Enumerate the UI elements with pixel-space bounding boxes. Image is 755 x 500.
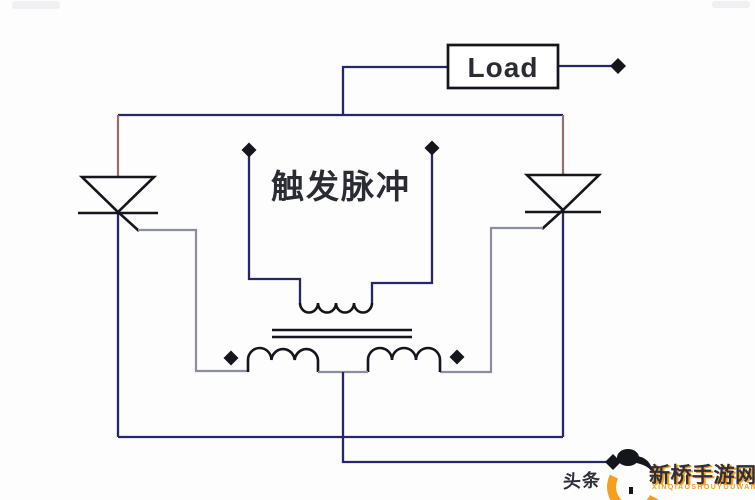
logo-tent-door [629, 487, 633, 494]
transformer-secondary-coil-left [246, 346, 320, 372]
wire-trigger-right [370, 148, 434, 303]
transformer-secondary-coil-right [366, 346, 442, 372]
watermark: 头条 新桥手游网 XINQIAOSHOUYOUWANG [560, 445, 755, 500]
thyristor-left-triangle [78, 175, 158, 214]
trigger-pulse-label: 触发脉冲 [271, 168, 411, 205]
wire-load-left [341, 65, 448, 115]
polarity-dot-secondary-right [449, 349, 465, 365]
thyristor-left-gate-lead [117, 211, 140, 232]
wire-right-gate-return [440, 226, 543, 374]
watermark-site-name: 新桥手游网 [649, 464, 755, 487]
thyristor-right-triangle [523, 173, 603, 212]
thyristor-right-gate-lead [541, 209, 564, 230]
wire-trigger-left [247, 150, 302, 303]
watermark-channel-text: 头条 [562, 469, 602, 493]
pulse-transformer [246, 302, 442, 372]
terminal-dot-trigger-left [241, 142, 257, 158]
thyristor-left-symbol [78, 175, 158, 232]
terminal-dot-load-right [610, 58, 626, 74]
watermark-site-latin: XINQIAOSHOUYOUWANG [652, 484, 755, 491]
watermark-logo-icon [599, 449, 669, 500]
logo-tent-roof [623, 477, 639, 486]
faint-corner-mark-right [712, 1, 750, 8]
transformer-primary-coil [298, 302, 374, 314]
load-label: Load [468, 52, 539, 83]
polarity-dot-secondary-left [223, 350, 239, 366]
wire-center-tap-out [341, 372, 612, 464]
logo-head [617, 449, 639, 466]
terminal-dot-trigger-right [424, 140, 440, 156]
load-box [446, 43, 560, 90]
faint-corner-mark-left [12, 1, 60, 9]
thyristor-right-symbol [523, 173, 603, 230]
wire-left-gate-return [138, 228, 249, 373]
